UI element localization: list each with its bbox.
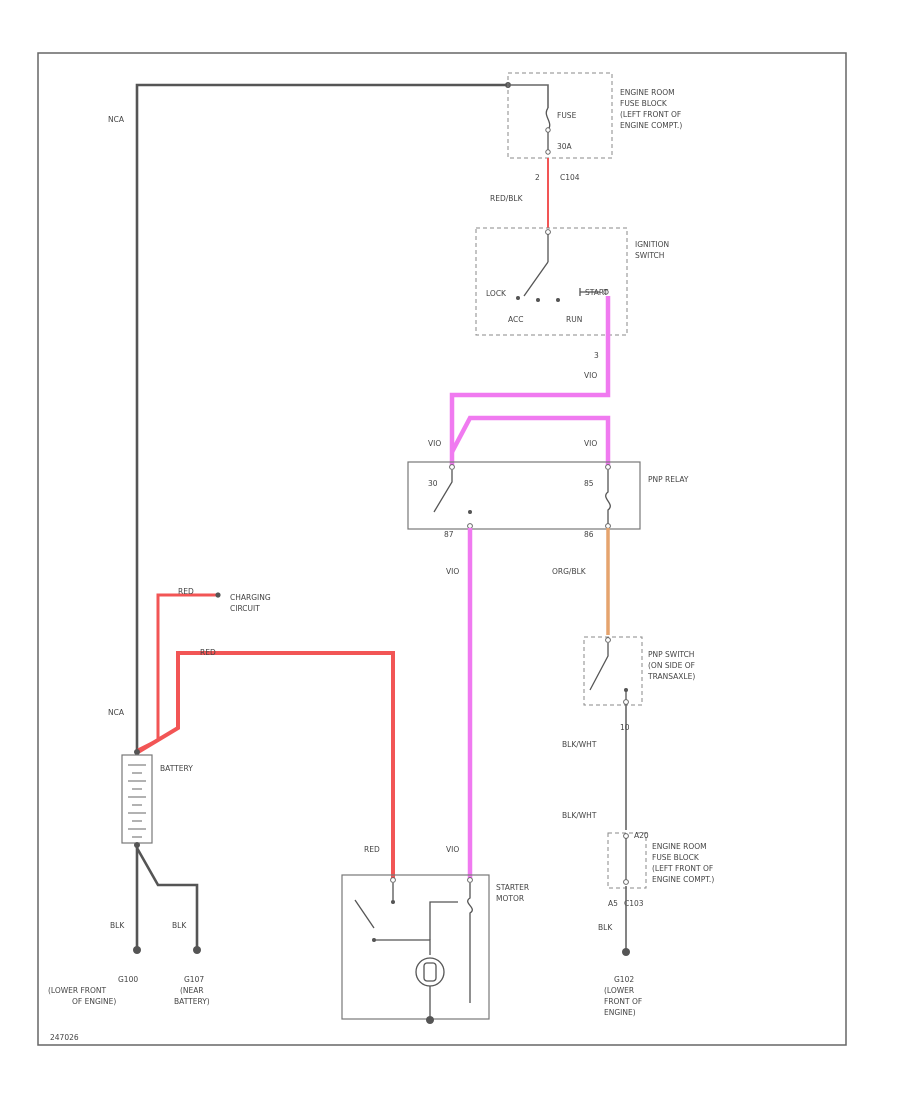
label-vio-1: VIO (584, 371, 597, 380)
label-red-3: RED (364, 845, 380, 854)
ground-g102 (622, 948, 630, 956)
label-run: RUN (566, 315, 582, 324)
ground-g102-line-2: (LOWER (604, 986, 634, 995)
relay-pin-87: 87 (444, 530, 454, 539)
relay-pin-86: 86 (584, 530, 594, 539)
ground-g100-line-1: G100 (118, 975, 138, 984)
ground-g102-line-1: G102 (614, 975, 634, 984)
label-red-2: RED (200, 648, 216, 657)
wire-nca-main (135, 83, 508, 752)
label-start: START (585, 288, 609, 297)
ground-g107-line-3: BATTERY) (174, 997, 210, 1006)
label-lock: LOCK (486, 289, 507, 298)
starter-motor-line-1: STARTER (496, 883, 529, 892)
label-battery: BATTERY (160, 764, 193, 773)
ground-g107-line-2: (NEAR (180, 986, 204, 995)
conn-a5: A5 (608, 899, 618, 908)
fuse-rating: 30A (557, 142, 573, 151)
label-blk-wht-2: BLK/WHT (562, 811, 597, 820)
label-blk-wht-1: BLK/WHT (562, 740, 597, 749)
relay-coil (605, 470, 611, 524)
relay-contact (433, 470, 453, 513)
ground-g107 (193, 946, 201, 954)
charging-circuit-line-2: CIRCUIT (230, 604, 260, 613)
conn-3: 3 (594, 351, 599, 360)
label-pnp-relay: PNP RELAY (648, 475, 689, 484)
starter-motor-line-2: MOTOR (496, 894, 524, 903)
fuse-block-bottom-line-3: (LEFT FRONT OF (652, 864, 713, 873)
label-org-blk: ORG/BLK (552, 567, 587, 576)
wire-vio-coil (450, 415, 611, 465)
fuse-block-bottom-line-2: FUSE BLOCK (652, 853, 700, 862)
pnp-switch (583, 636, 643, 706)
diagram-id: 247026 (50, 1033, 79, 1042)
charging-circuit-line-1: CHARGING (230, 593, 271, 602)
battery-cells (128, 764, 146, 838)
label-red-blk: RED/BLK (490, 194, 524, 203)
conn-c103: C103 (624, 899, 644, 908)
fuse-block-bottom-line-4: ENGINE COMPT.) (652, 875, 714, 884)
relay-pin-85: 85 (584, 479, 594, 488)
fuse-block-bottom (607, 832, 647, 889)
label-red-1: RED (178, 587, 194, 596)
diagram-border (37, 52, 847, 1046)
pnp-switch-line-3: TRANSAXLE) (647, 672, 695, 681)
wire-vio-ignition (449, 296, 611, 465)
ground-g102-line-3: FRONT OF (604, 997, 642, 1006)
wire-blk-g107 (135, 847, 199, 950)
battery-icon (121, 754, 153, 844)
fuse-block-top-line-4: ENGINE COMPT.) (620, 121, 682, 130)
ignition-switch-blade (523, 261, 549, 297)
conn-a20: A20 (634, 831, 649, 840)
label-vio-3: VIO (584, 439, 597, 448)
pnp-switch-blade (589, 643, 609, 691)
fuse-block-bottom-line-1: ENGINE ROOM (652, 842, 707, 851)
wire-red-starter (136, 651, 395, 880)
ground-g107-line-1: G107 (184, 975, 204, 984)
ground-g100-line-2: (LOWER FRONT (48, 986, 107, 995)
ignition-switch-line-1: IGNITION (635, 240, 669, 249)
pnp-switch-line-1: PNP SWITCH (648, 650, 694, 659)
label-blk-1: BLK (110, 921, 125, 930)
ground-g102-line-4: ENGINE) (604, 1008, 636, 1017)
fuse-name: FUSE (557, 111, 577, 120)
fuse-block-top (507, 72, 613, 159)
label-blk-2: BLK (172, 921, 187, 930)
ground-g100 (133, 946, 141, 954)
label-vio-4: VIO (446, 567, 459, 576)
conn-2: 2 (535, 173, 540, 182)
label-acc: ACC (508, 315, 523, 324)
label-blk-3: BLK (598, 923, 613, 932)
starter-solenoid-coil (467, 883, 473, 1003)
conn-c104: C104 (560, 173, 580, 182)
ignition-switch-line-2: SWITCH (635, 251, 664, 260)
fuse-block-top-line-3: (LEFT FRONT OF (620, 110, 681, 119)
fuse-block-top-line-2: FUSE BLOCK (620, 99, 668, 108)
label-nca-mid: NCA (108, 708, 125, 717)
relay-pin-30: 30 (428, 479, 438, 488)
conn-10: 10 (620, 723, 630, 732)
ignition-switch (475, 227, 628, 336)
starter-motor-icon (415, 957, 445, 987)
ground-g100-line-3: OF ENGINE) (72, 997, 116, 1006)
label-vio-5: VIO (446, 845, 459, 854)
starter-motor (341, 874, 490, 1020)
fuse-block-top-line-1: ENGINE ROOM (620, 88, 675, 97)
pnp-switch-line-2: (ON SIDE OF (648, 661, 695, 670)
label-vio-2: VIO (428, 439, 441, 448)
pnp-relay (407, 461, 641, 530)
label-nca-top: NCA (108, 115, 125, 124)
